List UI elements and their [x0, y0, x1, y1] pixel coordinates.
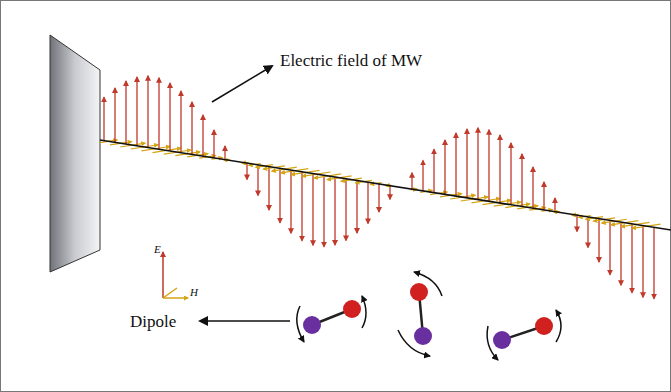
- e-field-arrow: [213, 130, 214, 158]
- e-field-arrow: [356, 181, 357, 234]
- e-field-arrow: [620, 222, 621, 285]
- e-field-arrow: [444, 140, 445, 194]
- e-field-arrow: [433, 149, 434, 192]
- propagation-axis: [100, 140, 671, 230]
- e-field-arrow: [477, 128, 478, 200]
- leader-arrow: [200, 320, 290, 322]
- e-field-arrow: [136, 77, 137, 146]
- e-field-arrow: [488, 130, 489, 201]
- e-field-arrow: [334, 177, 335, 245]
- callout-label: Electric field of MW: [280, 52, 422, 69]
- callout-label: Dipole: [130, 313, 176, 330]
- e-field-arrow: [257, 165, 258, 196]
- axis-label: E: [154, 244, 161, 255]
- e-field-arrow: [114, 88, 115, 142]
- e-field-arrow: [576, 215, 577, 231]
- e-field-arrow: [422, 160, 423, 191]
- e-field-arrow: [609, 220, 610, 274]
- e-field-arrow: [191, 102, 192, 155]
- e-field-arrow: [543, 182, 544, 210]
- e-field-arrow: [510, 143, 511, 205]
- e-field-arrow: [301, 172, 302, 241]
- e-field-arrow: [103, 97, 104, 140]
- e-field-arrow: [158, 78, 159, 149]
- e-field-arrow: [268, 167, 269, 210]
- e-field-arrow: [532, 167, 533, 208]
- axis-label: H: [190, 287, 198, 298]
- e-field-arrow: [246, 163, 247, 179]
- e-field-arrow: [125, 81, 126, 144]
- e-field-arrow: [466, 129, 467, 198]
- e-field-arrow: [367, 182, 368, 223]
- e-field-arrow: [631, 224, 632, 293]
- e-field-arrow: [455, 133, 456, 196]
- e-field-arrow: [202, 115, 203, 156]
- e-field-arrow: [587, 217, 588, 248]
- e-field-arrow: [554, 198, 555, 212]
- e-field-arrow: [279, 168, 280, 222]
- e-field-arrow: [169, 83, 170, 151]
- e-field-arrow: [312, 174, 313, 246]
- wave-arrows: [100, 76, 661, 299]
- e-field-arrow: [290, 170, 291, 233]
- e-field-arrow: [323, 175, 324, 246]
- e-field-arrow: [499, 135, 500, 203]
- e-field-arrow: [389, 186, 390, 200]
- e-field-arrow: [411, 173, 412, 189]
- leader-arrow: [212, 66, 272, 102]
- axis-e: [162, 252, 164, 298]
- axis-h: [163, 288, 177, 298]
- e-field-arrow: [180, 91, 181, 153]
- e-field-arrow: [653, 227, 654, 298]
- e-field-arrow: [345, 179, 346, 241]
- dipole: [487, 310, 561, 360]
- e-field-arrow: [224, 146, 225, 160]
- e-field-arrow: [521, 154, 522, 207]
- e-field-arrow: [598, 219, 599, 262]
- reflector-plate: [50, 35, 100, 272]
- e-field-arrow: [642, 226, 643, 298]
- dipole: [297, 296, 366, 342]
- dipole: [398, 272, 442, 356]
- axis-h: [163, 297, 188, 299]
- e-field-arrow: [147, 76, 148, 148]
- e-field-arrow: [378, 184, 379, 212]
